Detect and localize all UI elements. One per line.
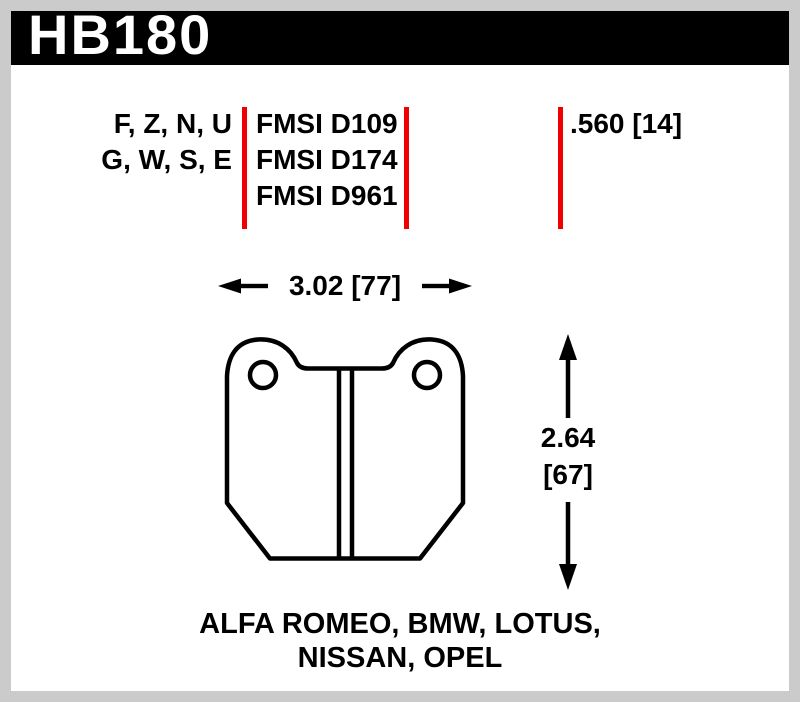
fmsi-item-2: FMSI D174 [256,144,398,175]
width-dimension: 3.02 [77] [218,269,472,303]
pad-outline [224,337,466,561]
applications-line-2: NISSAN, OPEL [297,642,503,674]
red-divider-1 [242,107,247,229]
arrow-up-icon [559,334,577,360]
left-mounting-hole [247,359,279,391]
arrow-left-icon [218,278,268,294]
vehicle-applications: ALFA ROMEO, BMW, LOTUS, NISSAN, OPEL [0,607,800,675]
arrow-down-icon [559,564,577,590]
height-value-in: 2.64 [540,422,596,453]
compound-codes-line-2: G, W, S, E [101,144,232,175]
fmsi-item-1: FMSI D109 [256,108,398,139]
height-dimension-arrow [559,334,577,590]
fmsi-item-3: FMSI D961 [256,180,398,211]
height-value-mm: [67] [543,459,593,490]
pad-thickness: .560 [14] [570,108,683,139]
compound-codes: F, Z, N, U G, W, S, E [50,106,232,178]
part-number: HB180 [28,3,213,66]
brake-pad-drawing [224,337,466,561]
red-divider-2 [404,107,409,229]
width-dimension-label: 3.02 [77] [288,270,402,301]
height-dimension-label: 2.64 [67] [532,419,604,493]
red-divider-3 [558,107,563,229]
fmsi-list: FMSI D109 FMSI D174 FMSI D961 [256,106,398,214]
compound-codes-line-1: F, Z, N, U [113,108,232,139]
applications-line-1: ALFA ROMEO, BMW, LOTUS, [199,608,601,640]
arrow-right-icon [421,278,472,294]
right-mounting-hole [411,359,443,391]
header-bar: HB180 [11,3,789,66]
